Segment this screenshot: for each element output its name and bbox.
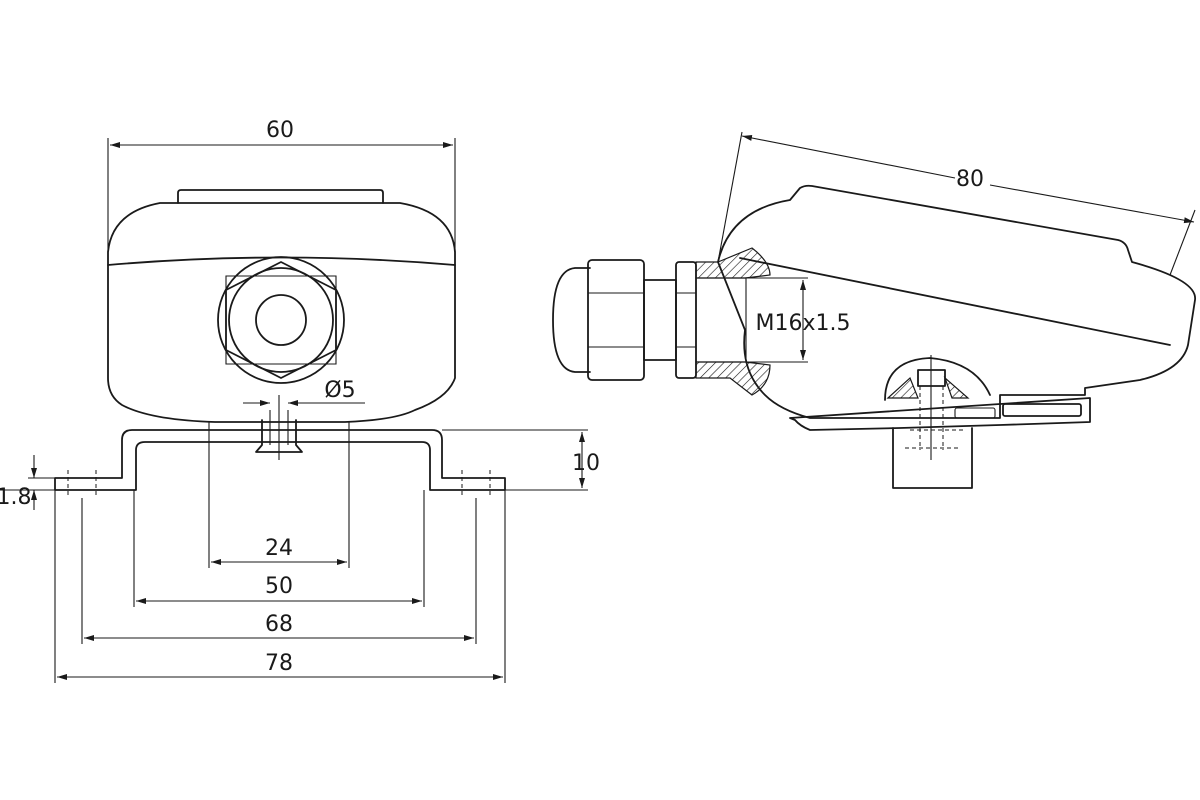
gland-cap-nut xyxy=(587,259,645,381)
hex-nut-flats xyxy=(225,275,337,365)
front-view: 60 Ø5 10 1.8 24 50 68 78 xyxy=(0,118,600,683)
gland-inner-ring xyxy=(228,267,334,373)
dim-label-60: 60 xyxy=(266,118,294,143)
gland-body xyxy=(643,279,677,361)
housing-top-tab xyxy=(177,189,384,204)
wall-hatch-bottom xyxy=(695,361,771,396)
side-housing-body xyxy=(717,184,1196,419)
dim-label-68: 68 xyxy=(265,612,293,637)
dim-label-1-8: 1.8 xyxy=(0,485,32,510)
housing-body xyxy=(107,202,456,423)
dim-line-80-b xyxy=(989,184,1195,224)
side-lid-line xyxy=(739,257,1171,346)
side-bottom-flange xyxy=(789,397,1091,431)
dim-label-thread: M16x1.5 xyxy=(756,311,851,336)
gland-hex xyxy=(675,261,697,379)
dim-label-50: 50 xyxy=(265,574,293,599)
gland-outer-ring xyxy=(217,256,345,384)
gland-thread xyxy=(695,277,747,363)
dim-line-80-a xyxy=(741,134,956,179)
screw-boss xyxy=(884,357,991,401)
dim-label-78: 78 xyxy=(265,651,293,676)
side-view: 80 M16x1.5 xyxy=(552,131,1196,489)
boss-hatch-left xyxy=(886,376,919,399)
boss-hatch-right xyxy=(943,376,970,399)
gland-dome xyxy=(552,267,591,373)
mounting-bracket xyxy=(54,429,506,491)
dim-label-80: 80 xyxy=(956,167,984,192)
side-rail-block xyxy=(892,427,973,489)
dim-label-10: 10 xyxy=(572,451,600,476)
wall-hatch-top xyxy=(695,247,771,279)
side-slot-b xyxy=(954,407,996,419)
cable-hole xyxy=(255,294,307,346)
dim-label-24: 24 xyxy=(265,536,293,561)
dim-label-dia5: Ø5 xyxy=(324,378,355,403)
side-slot-a xyxy=(1002,403,1082,417)
hex-nut-outer xyxy=(225,261,337,379)
